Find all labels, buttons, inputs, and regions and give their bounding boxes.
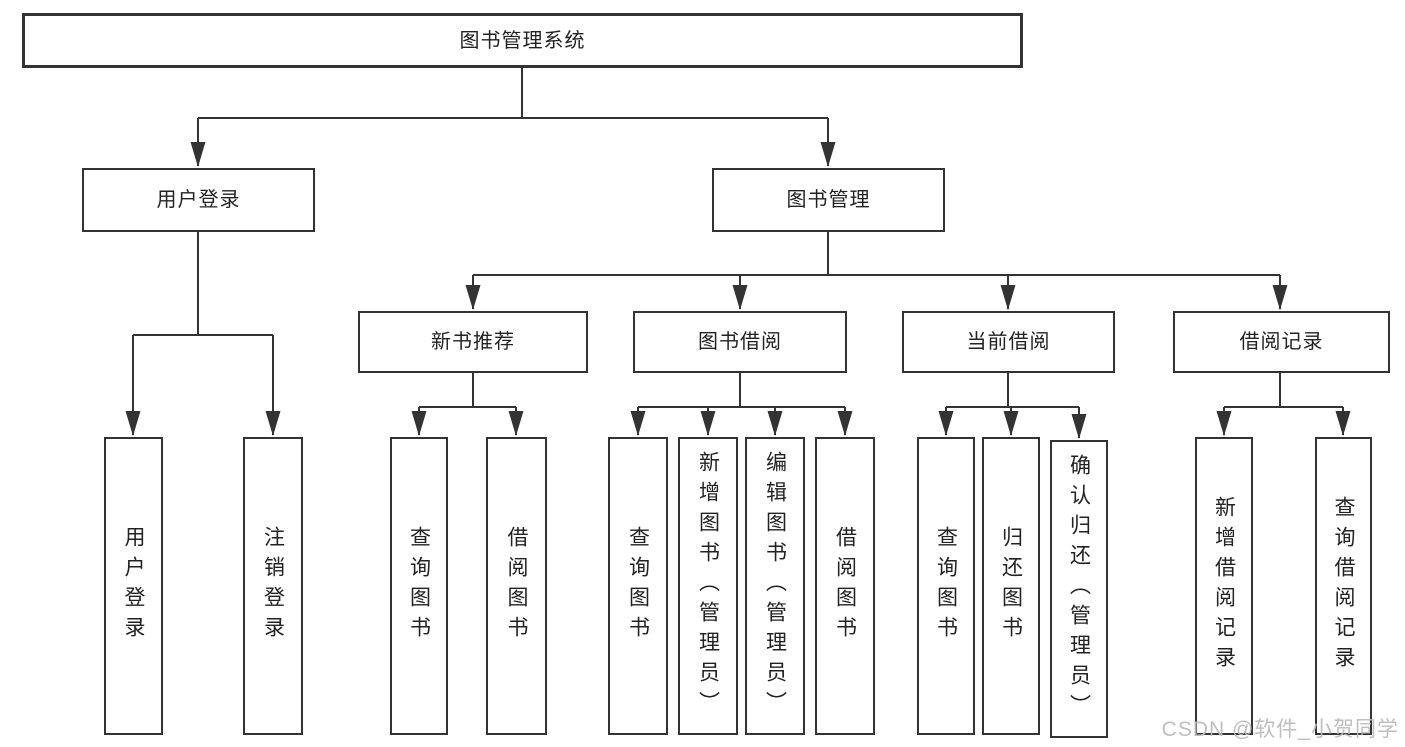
node-cur-return: 归还图书: [982, 437, 1040, 735]
node-rec-query: 查询借阅记录: [1315, 437, 1372, 735]
node-label-cur-return: 归还图书: [999, 526, 1023, 646]
node-label-nb-query: 查询图书: [407, 526, 431, 646]
node-label-cur-query: 查询图书: [934, 526, 958, 646]
watermark: CSDN @软件_小贺同学: [1161, 718, 1399, 741]
node-label-bw-edit: 编辑图书（管理员）: [763, 451, 787, 721]
node-nb-borrow: 借阅图书: [486, 437, 547, 735]
node-label-root: 图书管理系统: [459, 29, 586, 52]
node-label-rec-add: 新增借阅记录: [1212, 496, 1236, 676]
node-label-newbook: 新书推荐: [431, 331, 515, 353]
node-bw-borrow: 借阅图书: [815, 437, 875, 735]
node-bw-query: 查询图书: [608, 437, 668, 735]
node-bw-add: 新增图书（管理员）: [678, 437, 738, 735]
node-label-mgmt: 图书管理: [786, 189, 871, 211]
node-label-records: 借阅记录: [1239, 331, 1324, 353]
node-label-nb-borrow: 借阅图书: [505, 526, 528, 646]
node-label-logout: 注销登录: [261, 526, 285, 646]
node-newbook: 新书推荐: [358, 311, 588, 373]
node-label-bw-borrow: 借阅图书: [833, 526, 857, 646]
node-mgmt: 图书管理: [712, 168, 945, 232]
node-current: 当前借阅: [902, 311, 1115, 373]
node-logout: 注销登录: [243, 437, 303, 735]
node-cur-confirm: 确认归还（管理员）: [1050, 440, 1108, 738]
node-label-cur-confirm: 确认归还（管理员）: [1067, 454, 1091, 724]
node-login: 用户登录: [82, 168, 315, 232]
node-label-rec-query: 查询借阅记录: [1332, 496, 1355, 676]
node-label-login: 用户登录: [156, 189, 241, 211]
node-cur-query: 查询图书: [917, 437, 975, 735]
node-records: 借阅记录: [1173, 311, 1390, 373]
node-bw-edit: 编辑图书（管理员）: [745, 437, 805, 735]
node-root: 图书管理系统: [22, 13, 1023, 68]
node-label-current: 当前借阅: [966, 331, 1051, 353]
node-label-user-login: 用户登录: [122, 526, 145, 646]
node-user-login: 用户登录: [104, 437, 163, 735]
node-rec-add: 新增借阅记录: [1195, 437, 1253, 735]
node-nb-query: 查询图书: [390, 437, 448, 735]
node-label-bw-add: 新增图书（管理员）: [696, 451, 720, 721]
node-label-borrow: 图书借阅: [698, 331, 782, 353]
node-label-bw-query: 查询图书: [626, 526, 650, 646]
node-borrow: 图书借阅: [633, 311, 847, 373]
